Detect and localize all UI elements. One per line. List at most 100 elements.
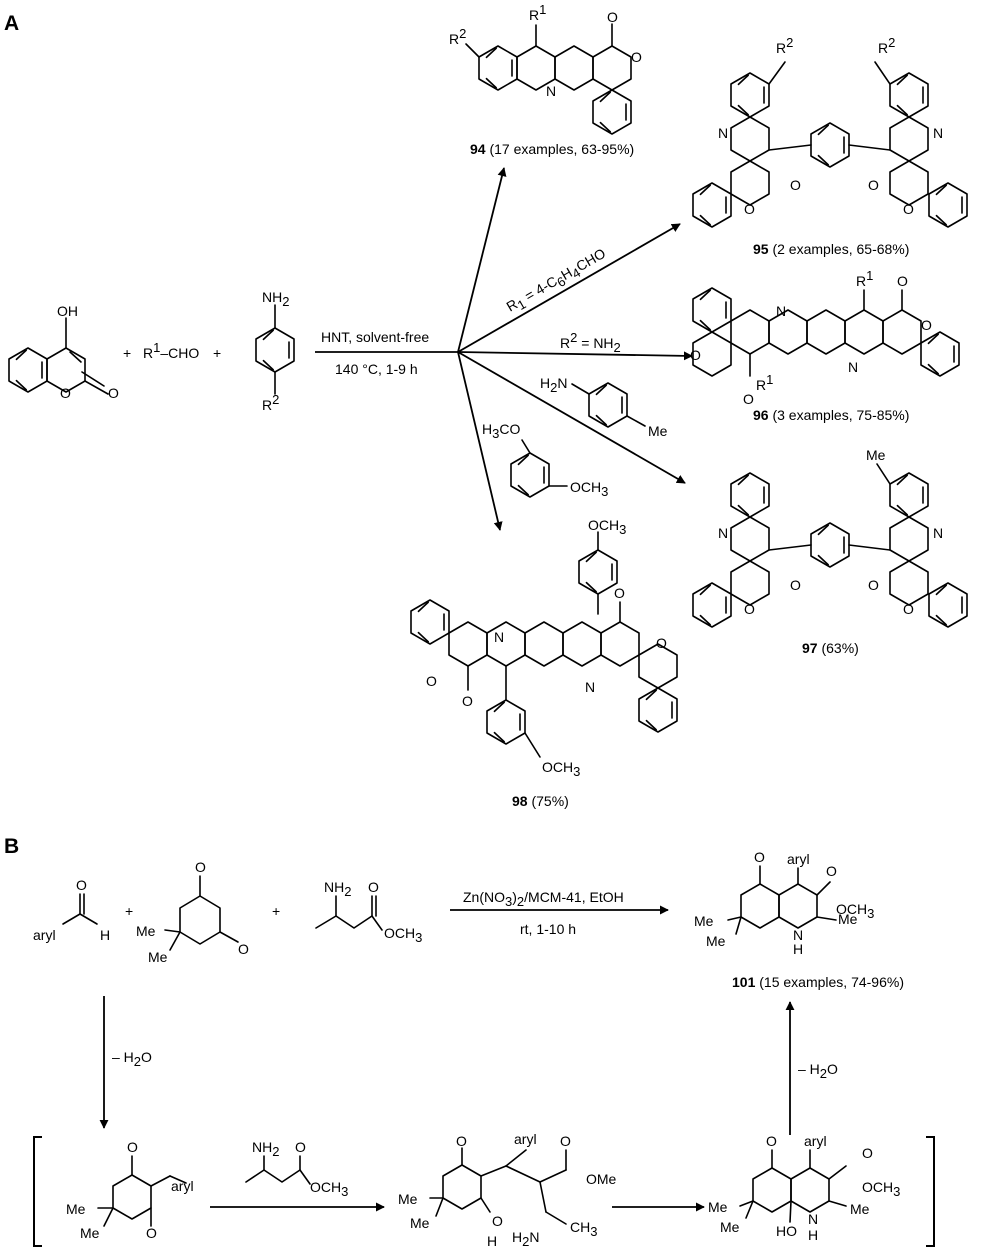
catalyst-conditions: Zn(NO3)2/MCM-41, EtOH — [463, 889, 624, 909]
ring-o-label: O — [744, 201, 755, 217]
aniline-structure: NH2 R2 — [255, 289, 295, 413]
aryl-label: aryl — [33, 927, 56, 943]
h-label: H — [808, 1227, 818, 1243]
plus-sign: + — [123, 345, 131, 361]
conditions-above: HNT, solvent-free — [321, 329, 429, 345]
ho-label: HO — [776, 1223, 797, 1239]
carbonyl-o-label: O — [897, 273, 908, 289]
n-label: N — [718, 525, 728, 541]
carbonyl-o-label: O — [868, 177, 879, 193]
h2n-label: H2N — [512, 1229, 539, 1249]
product-96-caption: 96 (3 examples, 75-85%) — [753, 407, 909, 423]
me-label: Me — [720, 1219, 740, 1235]
me-label: Me — [850, 1201, 870, 1217]
branch-r2-condition: R2 = NH2 — [560, 330, 621, 355]
panel-label-a: A — [4, 12, 19, 35]
h2n-label: H2N — [540, 375, 567, 395]
ring-o-label: O — [631, 49, 642, 65]
r2-label: R2 — [878, 35, 895, 56]
o-label: O — [295, 1139, 306, 1155]
me-label: Me — [694, 913, 714, 929]
product-97-structure: Me N N O O O O — [692, 447, 968, 628]
o-label: O — [368, 879, 379, 895]
r1-label: R1 — [756, 372, 773, 393]
product-98-caption: 98 (75%) — [512, 793, 569, 809]
ome-label: OMe — [586, 1171, 617, 1187]
h-label: H — [487, 1233, 497, 1249]
time-conditions: rt, 1-10 h — [520, 921, 576, 937]
och3-label: OCH3 — [836, 901, 874, 921]
ring-o-label: O — [656, 635, 667, 651]
och3-label: OCH3 — [588, 517, 626, 537]
me-label: Me — [148, 949, 168, 965]
oh-label: OH — [57, 303, 78, 319]
ring-o-label: O — [903, 601, 914, 617]
dimedone-structure: O O Me Me — [136, 859, 249, 965]
intermediate-1-structure: O O aryl Me Me — [66, 1139, 194, 1241]
me-label: Me — [706, 933, 726, 949]
me-label: Me — [80, 1225, 100, 1241]
o-label: O — [826, 863, 837, 879]
ch3-label: CH3 — [570, 1219, 597, 1239]
ring-o-label: O — [426, 673, 437, 689]
n-label: N — [933, 525, 943, 541]
carbonyl-o-label: O — [108, 385, 119, 401]
aryl-label: aryl — [804, 1133, 827, 1149]
product-95-structure: R2 R2 N N O O O O — [692, 35, 968, 228]
me-label: Me — [708, 1199, 728, 1215]
product-96-structure: N N R1 R1 O O O O — [690, 268, 960, 407]
me-label: Me — [136, 923, 156, 939]
n-label: N — [808, 1211, 818, 1227]
plus-sign: + — [213, 345, 221, 361]
intermediate-2-structure: O aryl O OMe O H H2N CH3 Me Me — [398, 1131, 617, 1249]
arrow-to-97 — [457, 351, 686, 484]
o-label: O — [492, 1213, 503, 1229]
nh2-label: NH2 — [252, 1139, 279, 1159]
water-loss-label-1: – H2O — [112, 1049, 152, 1069]
enamine-ester-structure: NH2 O OCH3 — [315, 879, 422, 945]
nh2-label: NH2 — [324, 879, 351, 899]
nh2-label: NH2 — [262, 289, 289, 309]
carbonyl-o-label: O — [614, 585, 625, 601]
o-label: O — [195, 859, 206, 875]
p-toluidine-structure: H2N Me — [540, 375, 668, 439]
n-label: N — [776, 303, 786, 319]
enamine-reagent-structure: NH2 O OCH3 — [245, 1139, 348, 1199]
me-label: Me — [66, 1201, 86, 1217]
me-label: Me — [398, 1191, 418, 1207]
o-label: O — [862, 1145, 873, 1161]
4-hydroxycoumarin-structure: OH O O — [8, 303, 119, 401]
n-label: N — [793, 927, 803, 943]
right-bracket — [926, 1136, 935, 1247]
aryl-label: aryl — [171, 1178, 194, 1194]
n-label: N — [718, 125, 728, 141]
o-label: O — [766, 1133, 777, 1149]
och3-label: OCH3 — [542, 759, 580, 779]
product-95-caption: 95 (2 examples, 65-68%) — [753, 241, 909, 257]
h3co-label: H3CO — [482, 421, 520, 441]
product-94-caption: 94 (17 examples, 63-95%) — [470, 141, 634, 157]
och3-label: OCH3 — [310, 1179, 348, 1199]
carbonyl-o-label: O — [790, 177, 801, 193]
n-label: N — [494, 629, 504, 645]
ring-o-label: O — [690, 347, 701, 363]
me-label: Me — [410, 1215, 430, 1231]
aldehyde-label: R1–CHO — [143, 340, 199, 361]
carbonyl-o-label: O — [868, 577, 879, 593]
plus-sign: + — [125, 903, 133, 919]
arrow-to-96 — [457, 351, 693, 361]
product-97-caption: 97 (63%) — [802, 640, 859, 656]
och3-label: OCH3 — [384, 925, 422, 945]
product-94-structure: R2 R1 O O N — [449, 2, 642, 135]
o-label: O — [76, 877, 87, 893]
r2-label: R2 — [449, 26, 466, 47]
carbonyl-o-label: O — [743, 391, 754, 407]
conditions-below: 140 °C, 1-9 h — [335, 361, 418, 377]
och3-label: OCH3 — [570, 479, 608, 499]
n-label: N — [848, 359, 858, 375]
aryl-label: aryl — [514, 1131, 537, 1147]
carbonyl-o-label: O — [462, 693, 473, 709]
ring-o-label: O — [744, 601, 755, 617]
o-label: O — [238, 941, 249, 957]
r1-label: R1 — [856, 268, 873, 289]
